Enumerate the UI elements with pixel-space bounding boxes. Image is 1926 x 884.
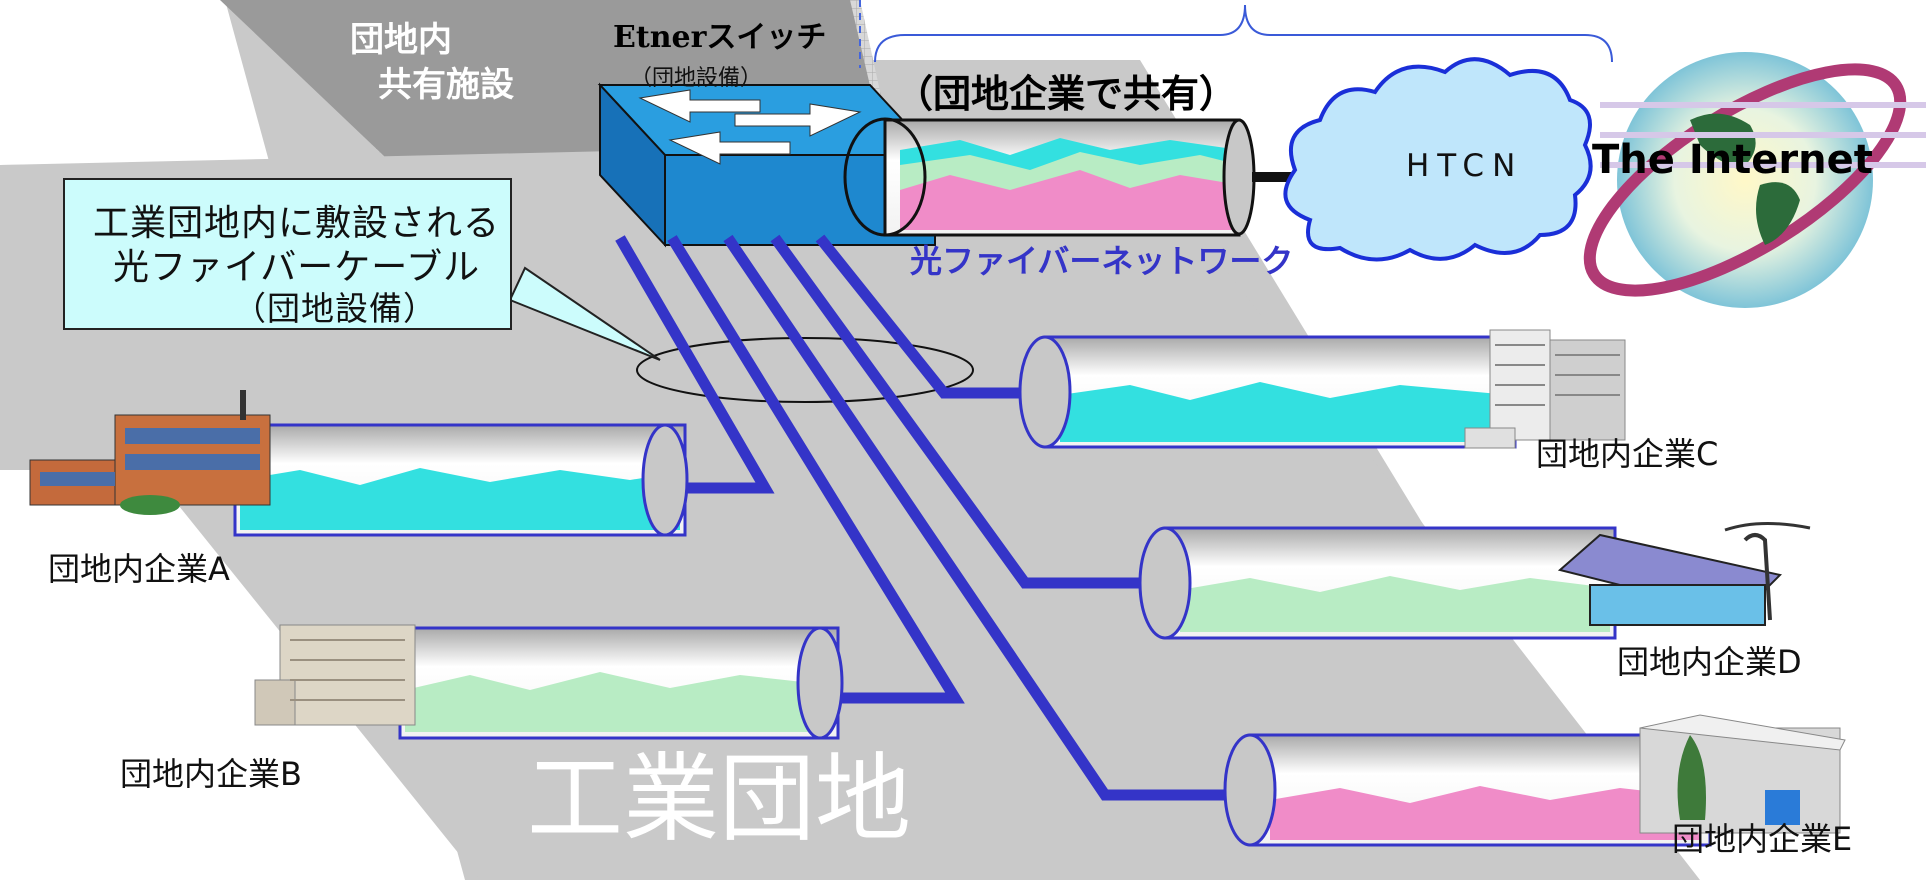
- callout-line-3: （団地設備）: [233, 289, 437, 328]
- building-c-icon: [1464, 329, 1626, 449]
- callout-line-2: 光ファイバーケーブル: [113, 247, 481, 288]
- shared-facility-label-2: 共有施設: [378, 65, 514, 105]
- shared-by-label: （団地企業で共有）: [895, 72, 1237, 116]
- company-c-label: 団地内企業C: [1536, 435, 1718, 473]
- htcn-cloud: [1283, 57, 1593, 262]
- callout-pointer: [508, 266, 661, 361]
- tube-company-b: [398, 626, 844, 740]
- switch-title: Etnerスイッチ: [613, 20, 826, 55]
- building-a-icon: [29, 390, 271, 515]
- callout-line-1: 工業団地内に敷設される: [93, 203, 501, 244]
- shared-facility-label-1: 団地内: [350, 20, 452, 60]
- fiber-network-label: 光ファイバーネットワーク: [910, 242, 1293, 280]
- callout-box: 工業団地内に敷設される 光ファイバーケーブル （団地設備）: [63, 178, 512, 330]
- switch-device: [597, 82, 938, 248]
- internet-globe: [1583, 52, 1926, 308]
- shared-fiber-tube: [843, 117, 1318, 237]
- switch-subtitle: （団地設備）: [630, 66, 762, 91]
- htcn-label: HTCN: [1406, 148, 1523, 184]
- company-e-label: 団地内企業E: [1672, 820, 1852, 858]
- company-b-label: 団地内企業B: [120, 755, 302, 793]
- brace: [874, 4, 1613, 63]
- tube-company-d: [1138, 526, 1617, 640]
- internet-label: The Internet: [1592, 137, 1873, 183]
- building-e-icon: [1639, 714, 1846, 834]
- tube-company-e: [1223, 733, 1712, 847]
- tube-company-a: [233, 423, 689, 537]
- company-a-label: 団地内企業A: [48, 550, 230, 588]
- building-d-icon: [1557, 522, 1811, 626]
- company-d-label: 団地内企業D: [1617, 643, 1802, 681]
- tube-company-c: [1018, 335, 1517, 449]
- building-b-icon: [254, 624, 416, 726]
- industrial-park-label: 工業団地: [527, 743, 911, 855]
- cable-bundle-ellipse: [636, 337, 974, 403]
